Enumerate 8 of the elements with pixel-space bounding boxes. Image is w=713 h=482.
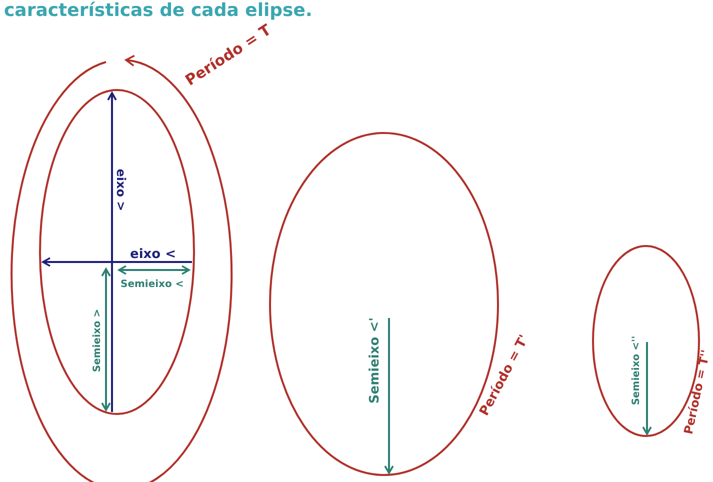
- semiaxis-label: Semieixo <'': [630, 335, 642, 405]
- semiaxis-label: Semieixo >: [92, 308, 103, 372]
- semiaxis-label: Semieixo <: [120, 278, 184, 290]
- axis-label: eixo <: [130, 246, 176, 262]
- semiaxis-label: Semieixo <': [368, 316, 383, 404]
- title: características de cada elipse.: [4, 0, 312, 21]
- axis-label: eixo >: [114, 168, 128, 212]
- period-label: Período = T'': [681, 348, 713, 436]
